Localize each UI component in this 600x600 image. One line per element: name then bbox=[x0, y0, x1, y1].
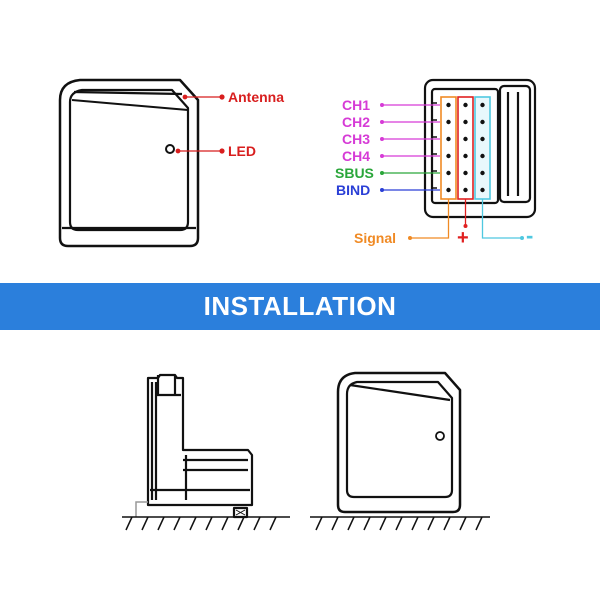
antenna-label: Antenna bbox=[228, 89, 284, 105]
ground-left bbox=[122, 516, 290, 531]
installation-banner: INSTALLATION bbox=[0, 283, 600, 330]
mount-bracket bbox=[135, 501, 148, 517]
minus-label: - bbox=[526, 223, 534, 248]
signal-label: Signal bbox=[354, 230, 397, 246]
ch4-label: CH4 bbox=[342, 148, 371, 164]
ground-right bbox=[310, 516, 490, 531]
signal-column-highlight bbox=[440, 96, 457, 200]
installation-title: INSTALLATION bbox=[203, 291, 397, 321]
led-indicator bbox=[165, 144, 175, 154]
power-leaders bbox=[408, 199, 524, 240]
channel-leaders bbox=[380, 103, 440, 192]
sbus-label: SBUS bbox=[335, 165, 374, 181]
ch1-label: CH1 bbox=[342, 97, 371, 113]
led-label: LED bbox=[228, 143, 256, 159]
plus-label: + bbox=[457, 227, 469, 249]
pin-grid bbox=[446, 102, 485, 193]
receiver-side-view bbox=[146, 373, 254, 519]
receiver-front-view bbox=[58, 78, 200, 248]
led-indicator-installed bbox=[435, 431, 445, 441]
ch3-label: CH3 bbox=[342, 131, 371, 147]
minus-column-highlight bbox=[474, 96, 491, 200]
leader-lines-left bbox=[175, 94, 225, 154]
receiver-front-installed bbox=[336, 371, 462, 514]
ch2-label: CH2 bbox=[342, 114, 371, 130]
plus-column-highlight bbox=[457, 96, 474, 200]
bind-label: BIND bbox=[336, 182, 371, 198]
